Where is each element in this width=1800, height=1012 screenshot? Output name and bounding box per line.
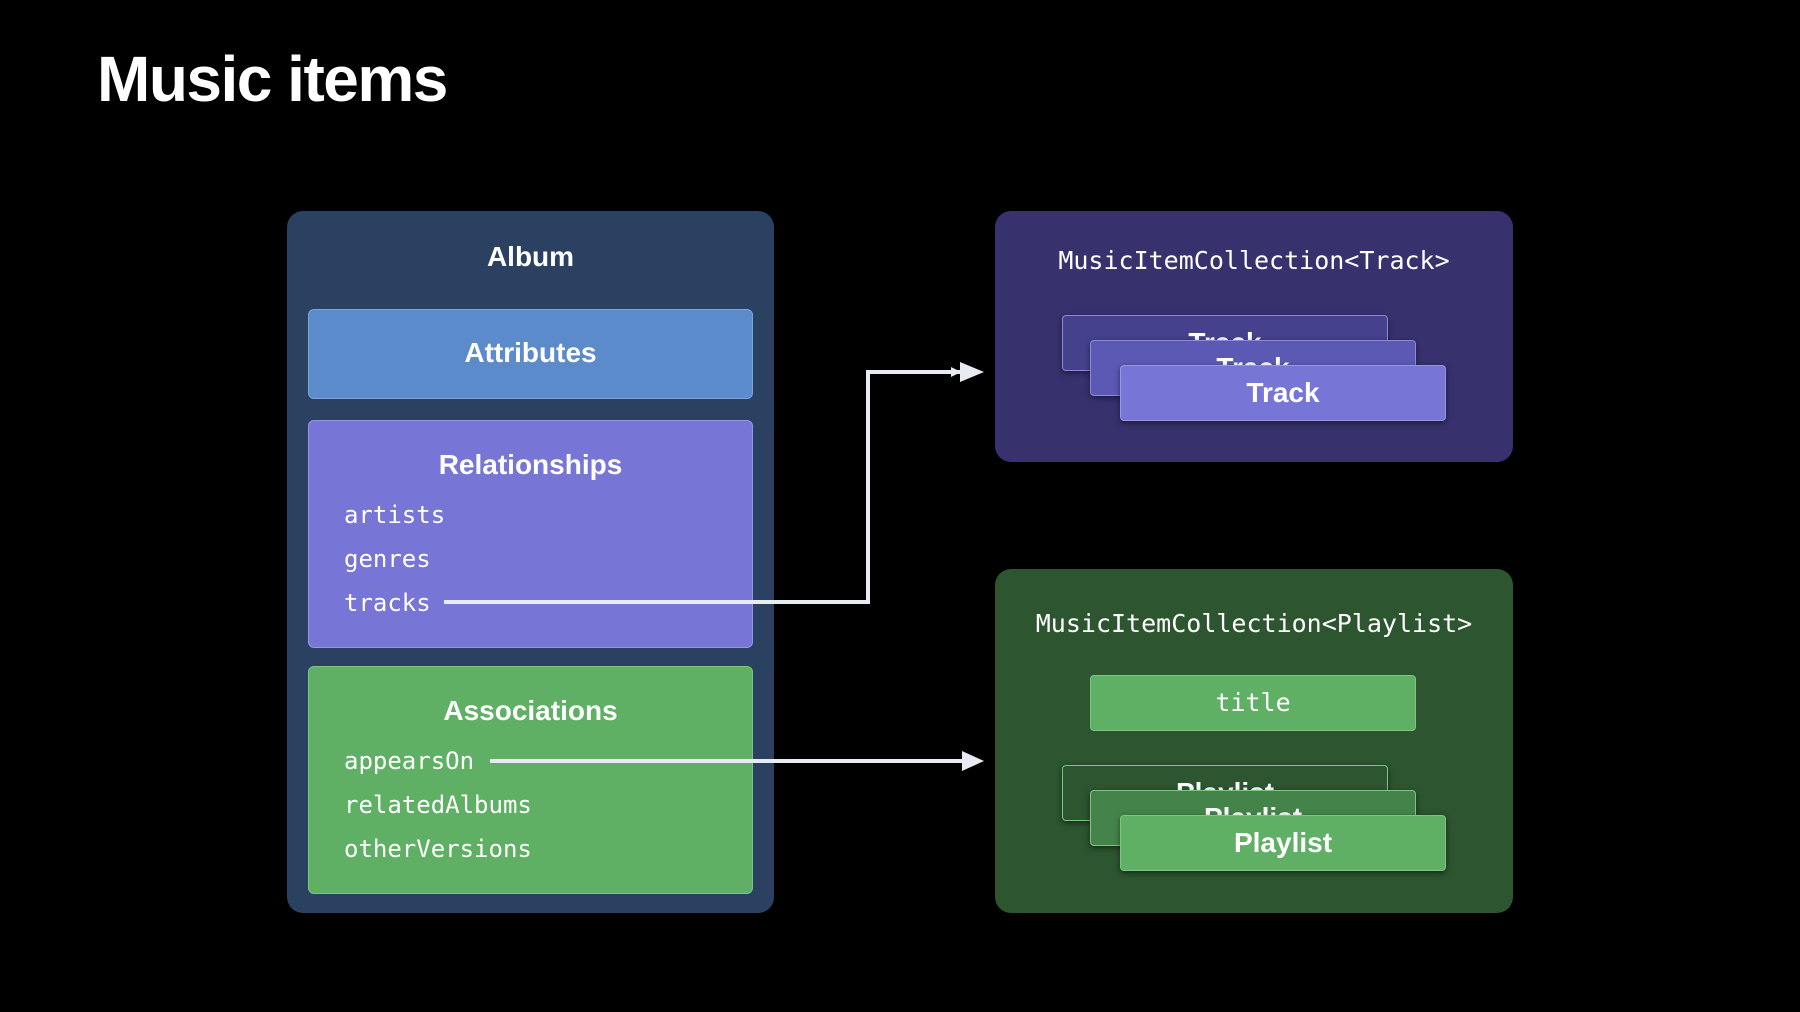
track-collection-box: MusicItemCollection<Track> Track Track T… [995,211,1513,462]
association-relatedalbums: relatedAlbums [344,791,532,819]
appearson-arrowhead [962,751,984,771]
relationship-artists: artists [344,501,446,529]
attributes-label: Attributes [464,337,597,368]
relationship-genres: genres [344,545,431,573]
relationship-tracks: tracks [344,589,431,617]
attributes-section: Attributes [308,309,753,399]
playlist-collection-box: MusicItemCollection<Playlist> title Play… [995,569,1513,913]
tracks-to-collection-arrow [444,367,961,604]
playlist-title-field: title [1090,675,1416,731]
relationships-section: Relationships artists genres tracks [308,420,753,648]
album-box: Album Attributes Relationships artists g… [287,211,774,913]
relationships-label: Relationships [438,449,623,480]
track-card-front: Track [1120,365,1446,421]
association-otherversions: otherVersions [344,835,532,863]
playlist-collection-label: MusicItemCollection<Playlist> [1035,609,1473,638]
album-label: Album [486,241,575,272]
associations-section: Associations appearsOn relatedAlbums oth… [308,666,753,894]
associations-label: Associations [443,695,618,726]
association-appearson: appearsOn [344,747,475,775]
page-title: Music items [97,43,448,115]
playlist-card-front: Playlist [1120,815,1446,871]
tracks-arrowhead [960,362,984,382]
track-collection-label: MusicItemCollection<Track> [1058,246,1450,275]
